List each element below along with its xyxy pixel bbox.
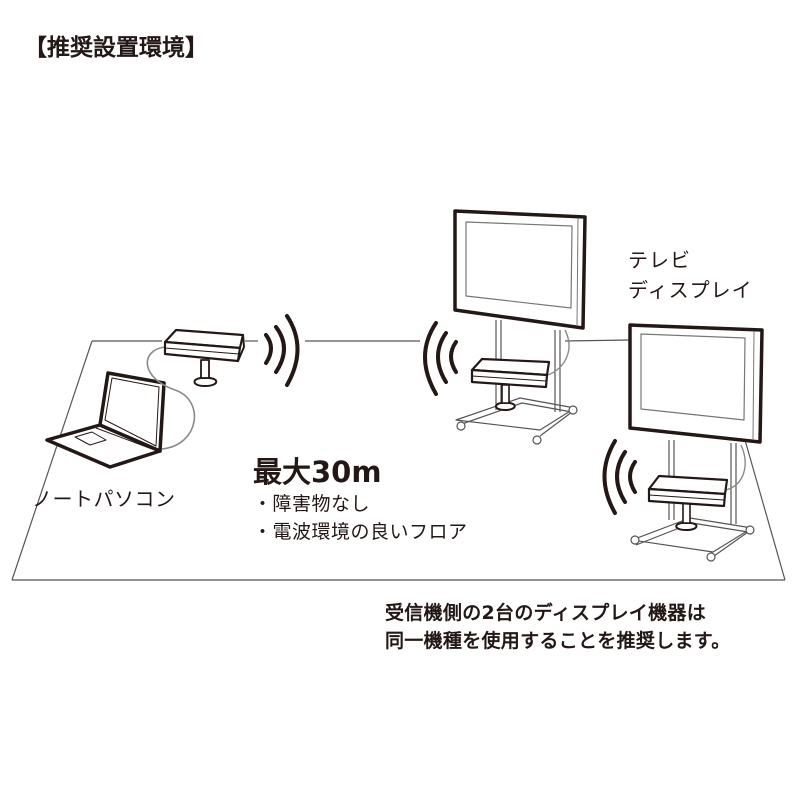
tv-label-line-2: ディスプレイ bbox=[628, 278, 753, 302]
tv-label-line-1: テレビ bbox=[628, 248, 691, 272]
condition-item: ・障害物なし bbox=[253, 493, 371, 515]
wireless-signal-icon bbox=[602, 439, 637, 515]
note-line-2: 同一機種を使用することを推奨します。 bbox=[385, 630, 731, 652]
laptop-label: ノートパソコン bbox=[32, 487, 176, 511]
floor-outline bbox=[11, 339, 786, 581]
range-conditions-list: ・障害物なし ・電波環境の良いフロア bbox=[253, 490, 468, 546]
tv-display-label: テレビ ディスプレイ bbox=[628, 245, 753, 305]
recommendation-note: 受信機側の2台のディスプレイ機器は 同一機種を使用することを推奨します。 bbox=[385, 599, 731, 655]
laptop-cable bbox=[146, 346, 196, 450]
tv-display-icon-2 bbox=[628, 323, 764, 562]
page-title: 【推奨設置環境】 bbox=[24, 35, 208, 61]
tv-display-icon-1 bbox=[453, 209, 587, 445]
condition-item: ・電波環境の良いフロア bbox=[253, 521, 468, 543]
max-range-title: 最大30m bbox=[253, 455, 382, 489]
wireless-signal-icon bbox=[423, 321, 458, 396]
laptop-icon bbox=[45, 371, 166, 469]
wireless-signal-icon bbox=[264, 314, 300, 387]
note-line-1: 受信機側の2台のディスプレイ機器は bbox=[385, 602, 706, 624]
transmitter-icon bbox=[163, 328, 245, 387]
